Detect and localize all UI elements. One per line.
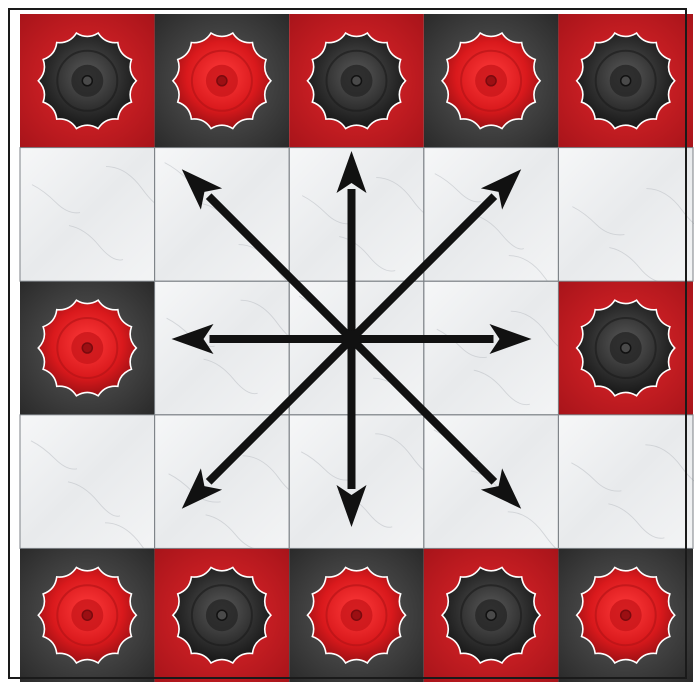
checker-center-dot xyxy=(82,343,92,353)
square-marble-r2c3[interactable] xyxy=(424,281,559,415)
checker-center-dot xyxy=(217,76,227,86)
checker-center-dot xyxy=(621,343,631,353)
checker-center-dot xyxy=(486,76,496,86)
square-marble-r3c4[interactable] xyxy=(558,415,693,549)
square-marble-r3c2[interactable] xyxy=(289,415,424,549)
move-directions-arrows xyxy=(172,151,532,527)
square-marble-r2c1[interactable] xyxy=(155,281,290,415)
square-marble-r1c0[interactable] xyxy=(20,148,155,282)
arrow-hub xyxy=(343,330,361,348)
checker-center-dot xyxy=(352,610,362,620)
square-marble-r3c0[interactable] xyxy=(20,415,155,549)
checker-center-dot xyxy=(82,610,92,620)
square-marble-r3c1[interactable] xyxy=(155,415,290,549)
checker-center-dot xyxy=(621,610,631,620)
square-marble-r1c3[interactable] xyxy=(424,148,559,282)
checker-center-dot xyxy=(486,610,496,620)
square-marble-r1c4[interactable] xyxy=(558,148,693,282)
checker-center-dot xyxy=(621,76,631,86)
checker-center-dot xyxy=(82,76,92,86)
checker-center-dot xyxy=(352,76,362,86)
checker-center-dot xyxy=(217,610,227,620)
